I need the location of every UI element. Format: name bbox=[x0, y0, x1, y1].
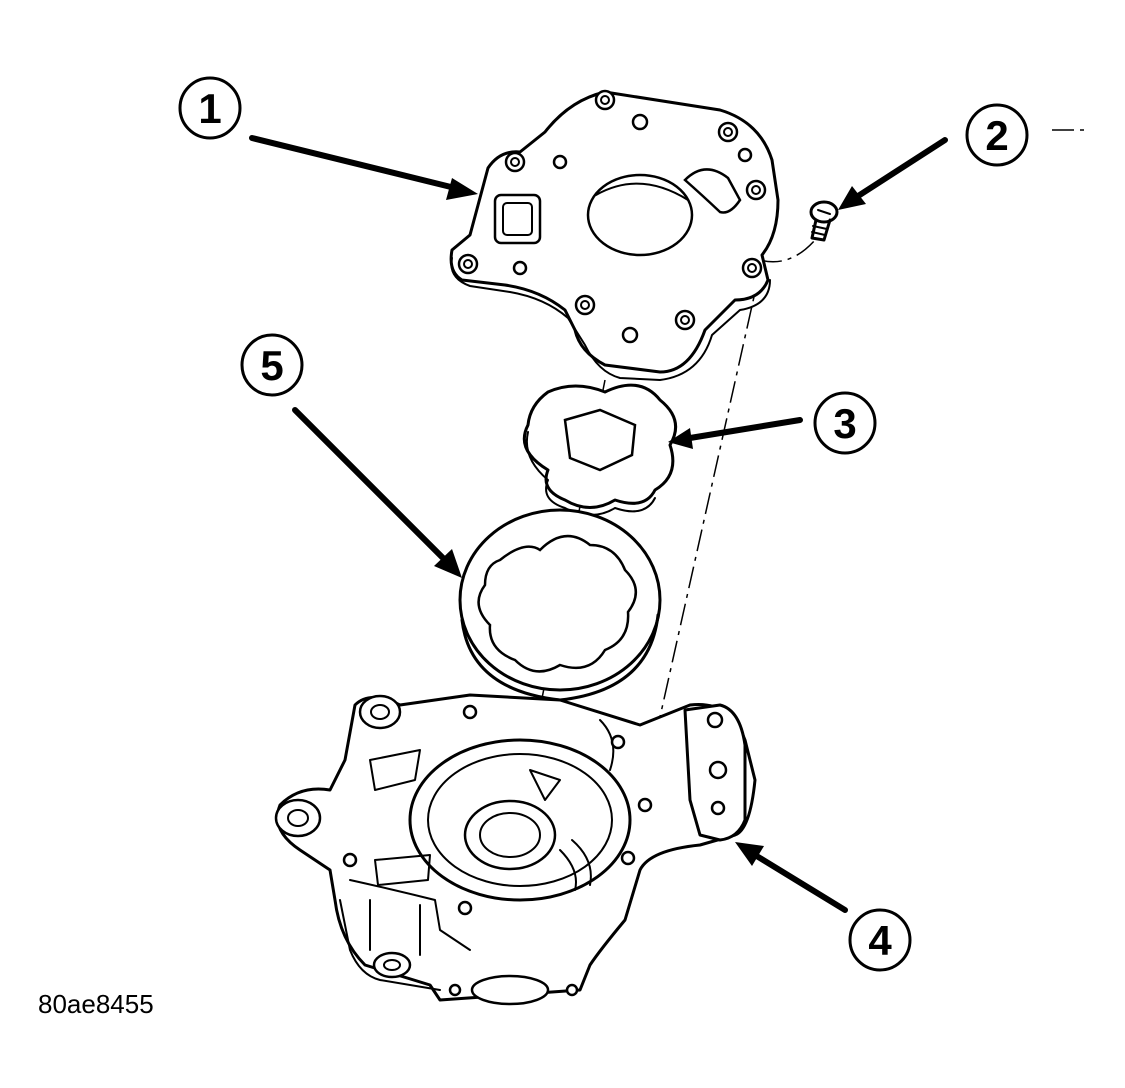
callout-2: 2 bbox=[965, 103, 1029, 167]
callout-5-label: 5 bbox=[260, 342, 283, 389]
figure-id: 80ae8455 bbox=[38, 989, 154, 1019]
screw bbox=[809, 200, 839, 242]
callout-1: 1 bbox=[178, 76, 242, 140]
callout-1-label: 1 bbox=[198, 85, 221, 132]
callout-4: 4 bbox=[848, 908, 912, 972]
pump-cover-plate bbox=[449, 89, 780, 381]
inner-rotor bbox=[522, 383, 678, 516]
outer-rotor bbox=[458, 508, 662, 702]
callout-3-label: 3 bbox=[833, 400, 856, 447]
pump-housing bbox=[274, 693, 757, 1006]
callout-2-label: 2 bbox=[985, 112, 1008, 159]
leader-arrows bbox=[249, 135, 948, 913]
callout-3: 3 bbox=[813, 391, 877, 455]
callout-4-label: 4 bbox=[868, 917, 892, 964]
callout-5: 5 bbox=[240, 333, 304, 397]
